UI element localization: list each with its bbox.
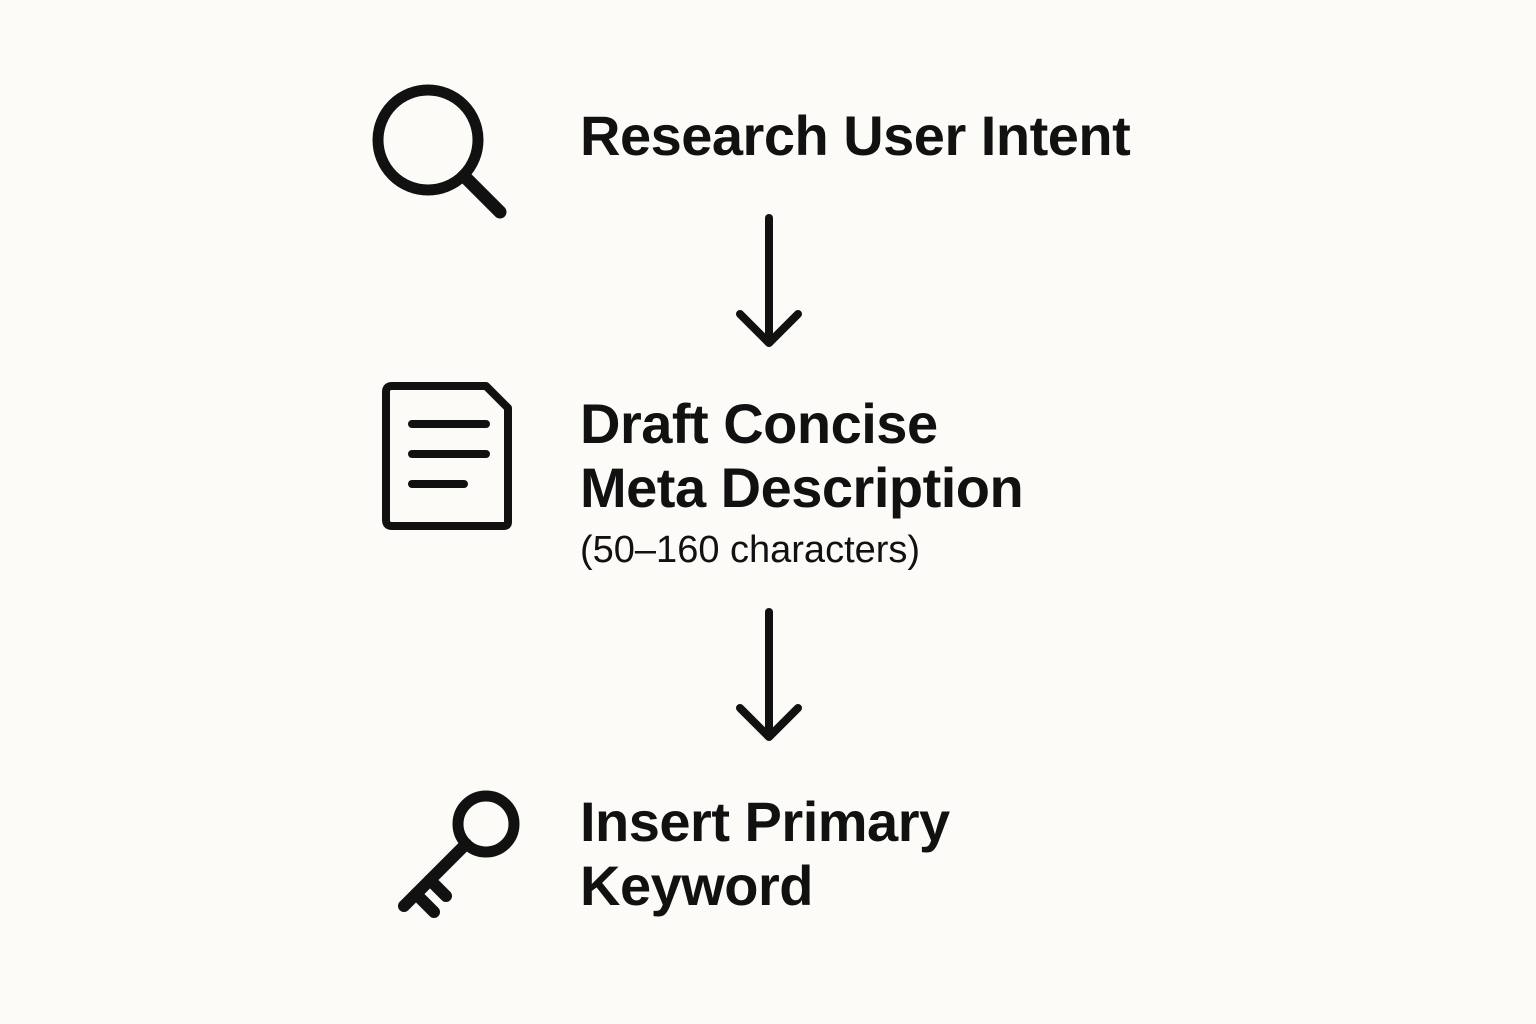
arrow-down-icon xyxy=(734,608,804,744)
step-title-line: Research User Intent xyxy=(580,104,1131,167)
step-title-line: Draft Concise xyxy=(580,392,938,455)
search-icon xyxy=(368,84,518,234)
step-title: Insert Primary Keyword xyxy=(580,790,950,918)
arrow-down-icon xyxy=(734,214,804,350)
step-title-line: Meta Description xyxy=(580,456,1024,519)
step-title-line: Keyword xyxy=(580,854,813,917)
key-icon xyxy=(394,784,530,924)
step-note: (50–160 characters) xyxy=(580,529,921,571)
step-title-line: Insert Primary xyxy=(580,790,950,853)
document-icon xyxy=(382,382,514,532)
step-title: Draft Concise Meta Description xyxy=(580,392,1024,520)
step-title: Research User Intent xyxy=(580,104,1131,168)
